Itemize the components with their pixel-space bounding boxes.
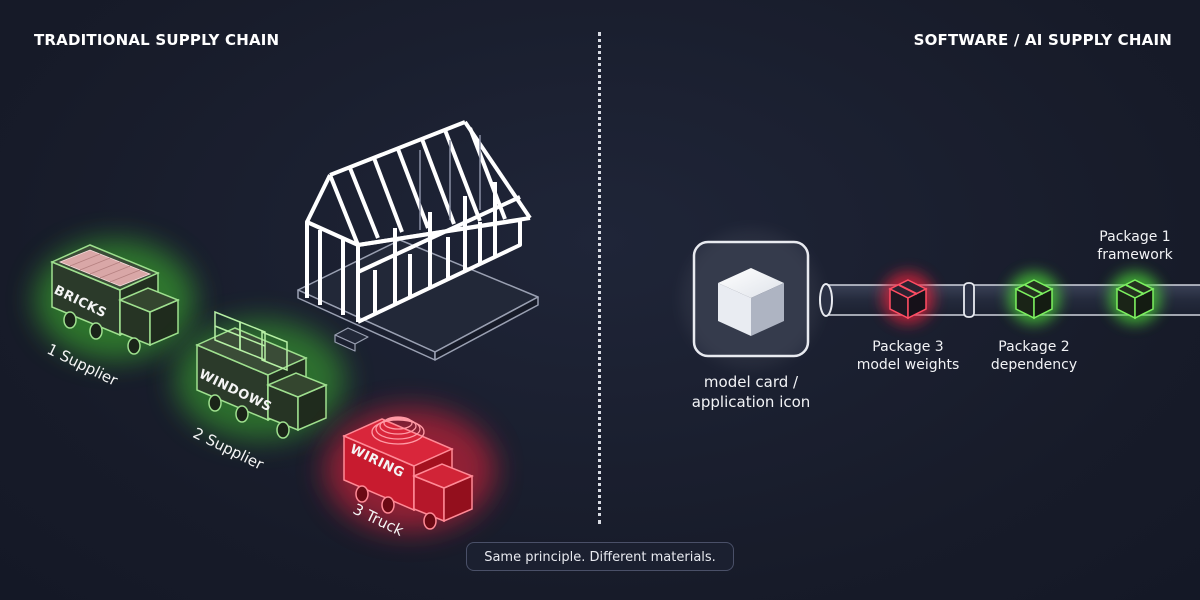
- package-2-name: Package 2: [998, 339, 1070, 355]
- package-1-icon: [1109, 272, 1161, 324]
- model-card-label-line2: application icon: [691, 393, 811, 411]
- left-section-heading: TRADITIONAL SUPPLY CHAIN: [34, 31, 280, 49]
- house-frame: [297, 120, 539, 361]
- package-3-name: Package 3: [872, 339, 944, 355]
- model-card-label: model card / application icon: [676, 372, 826, 412]
- package-3-icon: [882, 272, 934, 324]
- package-1-role: framework: [1097, 247, 1173, 263]
- package-3-role: model weights: [856, 357, 960, 373]
- section-divider: [598, 32, 601, 524]
- model-card-label-line1: model card /: [703, 373, 799, 391]
- model-card-icon: [681, 229, 821, 369]
- package-1-label: Package 1 framework: [1076, 228, 1194, 264]
- caption-pill: Same principle. Different materials.: [466, 542, 734, 571]
- truck-bricks: [35, 240, 195, 360]
- package-1-name: Package 1: [1099, 229, 1171, 245]
- package-2-icon: [1008, 272, 1060, 324]
- package-2-label: Package 2 dependency: [974, 338, 1094, 374]
- package-3-label: Package 3 model weights: [848, 338, 968, 374]
- right-section-heading: SOFTWARE / AI SUPPLY CHAIN: [913, 31, 1172, 49]
- package-2-role: dependency: [990, 357, 1078, 373]
- truck-wiring: [325, 408, 495, 532]
- truck-windows: [175, 310, 345, 440]
